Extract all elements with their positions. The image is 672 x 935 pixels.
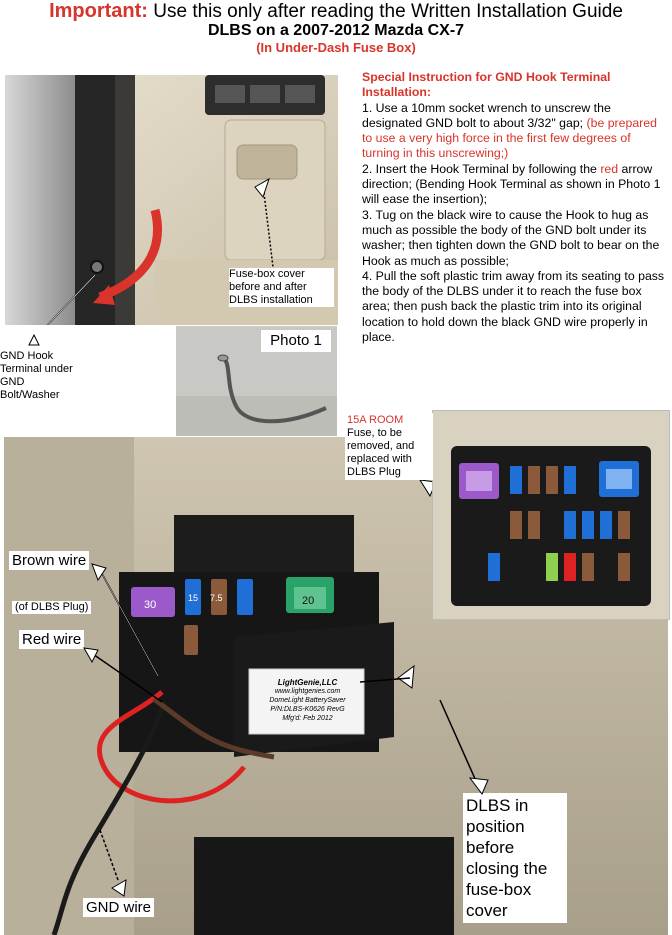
- instruction-step-4: 4. Pull the soft plastic trim away from …: [362, 268, 665, 345]
- page-subtitle: (In Under-Dash Fuse Box): [256, 40, 416, 55]
- header-subtitle: Use this only after reading the Written …: [153, 1, 623, 22]
- device-mfg-date: Mfg'd: Feb 2012: [282, 715, 333, 722]
- device-website: www.lightgenies.com: [274, 688, 341, 695]
- fuse-15-label: 15: [188, 593, 199, 603]
- fusebox-closeup-drawing: [433, 411, 669, 619]
- of-dlbs-plug-label: (of DLBS Plug): [12, 601, 92, 614]
- fuse-15a-name: 15A ROOM: [347, 414, 404, 426]
- instruction-step-3: 3. Tug on the black wire to cause the Ho…: [362, 207, 660, 268]
- fuse-15a-instruction: Fuse, to be removed, and replaced with D…: [347, 427, 415, 478]
- photo-fusebox-closeup: [432, 410, 670, 620]
- device-brand: LightGenie,LLC: [277, 678, 338, 687]
- device-part-number: P/N:DLBS-K0626 RevG: [270, 706, 345, 713]
- page-title: DLBS on a 2007-2012 Mazda CX-7: [207, 22, 465, 39]
- fuse-20-label: 20: [302, 595, 314, 607]
- dlbs-position-label: DLBS in position before closing the fuse…: [463, 793, 567, 923]
- brown-wire-label: Brown wire: [9, 551, 90, 570]
- dlbs-device-label: LightGenie,LLC www.lightgenies.com DomeL…: [250, 678, 365, 723]
- gnd-hook-label: GND Hook Terminal under GND Bolt/Washer: [0, 350, 80, 402]
- fuse-7-5-label: 7.5: [210, 593, 223, 603]
- arrow-up-icon: [28, 334, 40, 346]
- photo-1-label: Photo 1: [261, 330, 331, 352]
- red-wire-label: Red wire: [19, 630, 85, 649]
- step-1-warning: (be prepared to use a very high force in…: [362, 115, 657, 161]
- photo-1-hook-terminal: [176, 326, 337, 436]
- fuse-30-label: 30: [144, 599, 156, 611]
- gnd-wire-label: GND wire: [83, 898, 155, 917]
- instructions-title: Special Instruction for GND Hook Termina…: [362, 70, 611, 100]
- header-line-1: Important: Use this only after reading t…: [0, 0, 672, 23]
- special-instructions: Special Instruction for GND Hook Termina…: [362, 70, 668, 345]
- fusebox-cover-label: Fuse-box cover before and after DLBS ins…: [229, 268, 334, 307]
- important-label: Important:: [49, 0, 148, 22]
- device-product: DomeLight BatterySaver: [269, 697, 346, 704]
- instruction-step-2: 2. Insert the Hook Terminal by following…: [362, 161, 661, 207]
- instruction-step-1: 1. Use a 10mm socket wrench to unscrew t…: [362, 100, 657, 161]
- hook-terminal-drawing: [176, 326, 337, 436]
- step-2-red-word: red: [600, 161, 619, 176]
- fuse-15a-label: 15A ROOM Fuse, to be removed, and replac…: [345, 413, 433, 480]
